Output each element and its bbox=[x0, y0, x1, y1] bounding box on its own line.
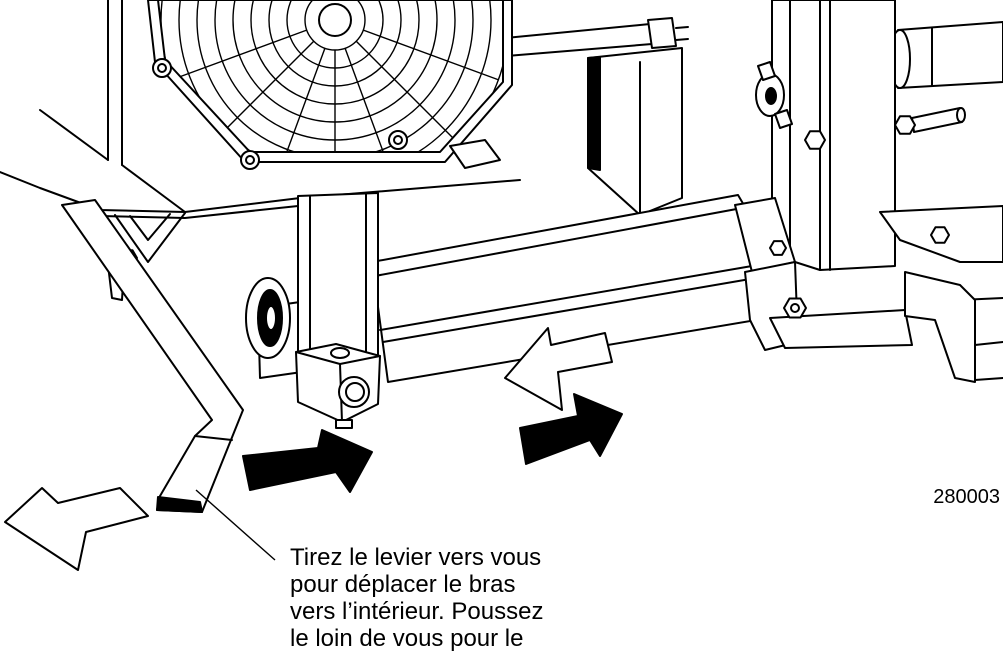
fan-spoke bbox=[344, 47, 396, 152]
right-base bbox=[879, 205, 1003, 381]
caption-line-4: le loin de vous pour le bbox=[290, 625, 523, 652]
fan-housing bbox=[147, 0, 513, 170]
fan-spoke bbox=[210, 40, 315, 145]
right-base-line bbox=[974, 341, 1003, 346]
clamp-bottom-nut bbox=[335, 419, 353, 429]
figure-number: 280003 bbox=[933, 486, 1000, 508]
fan-spoke bbox=[362, 29, 500, 81]
pull-arrow-icon bbox=[4, 487, 149, 571]
arm-middle-edge bbox=[379, 265, 753, 331]
release-lever bbox=[61, 199, 244, 513]
arm-inward-arrow-icon bbox=[504, 327, 613, 411]
brace-outer bbox=[114, 212, 186, 263]
fan-grill bbox=[160, 0, 503, 152]
arm-collar bbox=[734, 197, 976, 383]
arm-lower-edge bbox=[382, 277, 757, 343]
lever-handle-tip bbox=[156, 496, 203, 513]
left-body bbox=[39, 0, 123, 166]
fan-spoke bbox=[274, 47, 326, 152]
brace-inner bbox=[129, 213, 171, 241]
fan-ring bbox=[160, 0, 503, 152]
locking-knob-wing-bottom bbox=[774, 109, 793, 129]
collar-nut-center bbox=[790, 303, 800, 313]
side-rod-nut bbox=[894, 115, 916, 135]
callout-leader-line bbox=[195, 489, 276, 561]
top-pipe-end-a bbox=[675, 26, 689, 29]
top-pipe-nut bbox=[647, 17, 677, 49]
housing-bolt-head bbox=[245, 155, 255, 165]
base-plate-corner bbox=[121, 164, 186, 213]
rear-panel bbox=[587, 47, 683, 216]
left-body-diagonal bbox=[39, 109, 109, 161]
collar-nut bbox=[783, 297, 807, 319]
top-pipe-end-b bbox=[675, 38, 689, 41]
sliding-arm bbox=[371, 194, 769, 383]
slider-column bbox=[295, 192, 381, 429]
top-pipe bbox=[504, 23, 653, 57]
housing-bolt-head bbox=[393, 135, 403, 145]
housing-bolt bbox=[152, 58, 172, 78]
cylinder-body bbox=[897, 21, 1003, 89]
housing-bolt bbox=[388, 130, 408, 150]
base-plate-lower-edge bbox=[99, 205, 299, 219]
lever-bar bbox=[61, 199, 244, 513]
left-roller bbox=[245, 277, 303, 379]
right-base-bolt bbox=[930, 226, 950, 244]
right-column bbox=[755, 0, 966, 271]
side-rod-end bbox=[956, 107, 966, 123]
collar-bolt bbox=[769, 240, 787, 256]
foot-band bbox=[769, 309, 913, 349]
clamp-front-bolt-head bbox=[345, 382, 365, 402]
locking-knob-hole bbox=[765, 87, 777, 105]
top-right-cylinder bbox=[889, 21, 1003, 89]
arm-top-edge bbox=[374, 207, 743, 277]
fan-ring bbox=[196, 0, 474, 152]
fan-spoke bbox=[355, 40, 460, 145]
fan-ring bbox=[178, 0, 492, 152]
side-rod bbox=[911, 107, 963, 133]
roller-center bbox=[265, 305, 277, 331]
housing-foot bbox=[449, 139, 501, 169]
rear-pipe-assembly bbox=[504, 17, 689, 216]
fan-hub bbox=[318, 3, 352, 37]
housing-bolt-head bbox=[157, 63, 167, 73]
caption: Tirez le levier vers vous pour déplacer … bbox=[290, 544, 543, 652]
caption-line-2: pour déplacer le bras bbox=[290, 571, 515, 598]
lever-grip-start bbox=[194, 435, 233, 441]
direction-arrows bbox=[4, 327, 623, 571]
right-base-line bbox=[974, 377, 1003, 381]
column-bolt bbox=[804, 130, 826, 150]
arm-outward-arrow-icon bbox=[519, 393, 623, 465]
right-column-front bbox=[819, 0, 896, 271]
caption-line-3: vers l’intérieur. Poussez bbox=[290, 598, 543, 625]
housing-bolt bbox=[240, 150, 260, 170]
push-arrow-icon bbox=[242, 429, 373, 493]
caption-line-1: Tirez le levier vers vous bbox=[290, 544, 541, 571]
fan-spoke bbox=[170, 29, 308, 81]
locking-knob-wing-top bbox=[757, 61, 776, 81]
rear-panel-shadow bbox=[587, 56, 601, 171]
clamp-top-bolt bbox=[330, 347, 350, 359]
curved-guide bbox=[904, 271, 976, 383]
